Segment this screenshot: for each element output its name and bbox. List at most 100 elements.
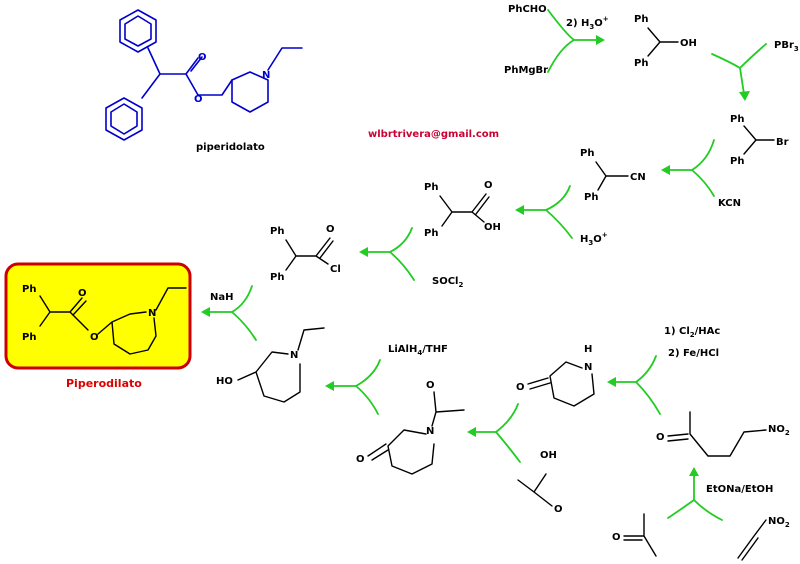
target-ester-o: O <box>194 94 203 105</box>
arrow-hydrolysis-branch <box>545 185 573 239</box>
arrow-socl2-branch <box>389 227 415 281</box>
nitroketone-chain <box>689 411 767 457</box>
benzhydrol-ph-top: Ph <box>634 14 648 25</box>
final-ph-bottom: Ph <box>22 332 36 343</box>
arrow-kcn-branch <box>691 139 715 197</box>
final-carbonyl-double <box>72 300 87 316</box>
acid-oh: OH <box>484 222 501 233</box>
piperidone: H N O <box>516 344 595 407</box>
reagent-phmgbr: PhMgBr <box>504 65 548 76</box>
acetone-o: O <box>612 532 621 543</box>
chloride-carbonyl-double <box>319 240 334 259</box>
step-grignard: PhCHO PhMgBr 2) H3O+ Ph Ph OH <box>504 4 697 76</box>
bromide-br: Br <box>776 137 789 148</box>
nitroethylene-no2: NO2 <box>768 516 790 529</box>
final-ph-top: Ph <box>22 284 36 295</box>
target-structure: O O N piperidolato <box>105 9 303 153</box>
arrowhead-socl2 <box>359 247 368 257</box>
nitroketone-no2: NO2 <box>768 424 790 437</box>
final-piperidine-n: N <box>148 308 156 319</box>
piperidone-n: N <box>584 362 592 373</box>
lower-phenyl-ring <box>105 97 143 141</box>
step-cyclization: 1) Cl2/HAc 2) Fe/HCl <box>607 326 720 415</box>
reagent-socl2: SOCl2 <box>432 276 463 289</box>
reagent-h3o: H3O+ <box>580 231 608 247</box>
reagent-h3o-step: 2) H3O+ <box>566 15 609 31</box>
hydroxypiperidine-n: N <box>290 350 298 361</box>
bromide-bonds <box>743 125 775 155</box>
reagent-nah: NaH <box>210 292 234 303</box>
benzhydrol-oh: OH <box>680 38 697 49</box>
benzhydrol-ph-bottom: Ph <box>634 58 648 69</box>
chloride-ph-bottom: Ph <box>270 272 284 283</box>
hydroxypiperidine-bonds <box>237 327 325 403</box>
target-name: piperidolato <box>196 142 265 153</box>
step-acetylation: OH O <box>467 403 563 515</box>
piperidone-o: O <box>516 382 525 393</box>
arrowhead-nah <box>201 307 210 317</box>
final-name: Piperodilato <box>66 377 142 390</box>
benzhydrol-bonds <box>647 27 679 57</box>
arrow-pbr3 <box>739 67 745 95</box>
piperidone-ring <box>549 361 595 407</box>
piperidone-carbonyl <box>527 377 549 385</box>
arrowhead-kcn <box>661 165 670 175</box>
arrow-nah-branch <box>231 285 257 341</box>
upper-phenyl-ring <box>119 9 157 53</box>
nitrile-ph-top: Ph <box>580 148 594 159</box>
bromide-ph-bottom: Ph <box>730 156 744 167</box>
arrowhead-hydrolysis <box>515 205 524 215</box>
acetyl-n: N <box>426 426 434 437</box>
arrow-michael-branch <box>667 499 723 521</box>
arrowhead-cyclization <box>607 377 616 387</box>
credit-email: wlbrtrivera@gmail.com <box>368 129 499 140</box>
step-hydrolysis: H3O+ Ph Ph O OH <box>424 180 608 247</box>
acetic-bonds <box>517 473 553 507</box>
arrowhead-michael <box>689 467 699 476</box>
arrowhead-grignard <box>596 35 605 45</box>
arrow-lialh4-branch <box>355 359 381 415</box>
target-carbonyl-o: O <box>198 52 207 63</box>
step-pbr3: PBr3 Ph Ph Br <box>711 40 799 167</box>
step-lialh4: LiAlH4/THF <box>325 344 448 415</box>
nitroketone-carbonyl <box>667 433 689 437</box>
nitrile-bonds <box>595 161 629 191</box>
acetone-bonds <box>623 513 657 557</box>
chloride-bonds <box>285 237 331 271</box>
reagent-phcho: PhCHO <box>508 4 547 15</box>
final-highlight-box <box>4 262 192 370</box>
reagent-fe-hcl: 2) Fe/HCl <box>668 348 719 359</box>
acid-o: O <box>484 180 493 191</box>
step-socl2: SOCl2 Ph Ph O Cl <box>270 224 463 289</box>
chloride-cl: Cl <box>330 264 341 275</box>
nitrile-ph-bottom: Ph <box>584 192 598 203</box>
upper-phenyl-inner <box>124 15 152 47</box>
arrowhead-pbr3 <box>739 91 750 101</box>
acetyl-o: O <box>426 380 435 391</box>
final-product: Ph Ph O O N Piperodilato <box>4 262 192 390</box>
chloride-ph-top: Ph <box>270 226 284 237</box>
final-bonds <box>39 287 187 355</box>
arrow-pbr3-branch <box>711 43 767 69</box>
arrowhead-acetylation <box>467 427 476 437</box>
acid-ph-bottom: Ph <box>424 228 438 239</box>
acid-ph-top: Ph <box>424 182 438 193</box>
nitrile-cn: CN <box>630 172 646 183</box>
reagent-pbr3: PBr3 <box>774 40 799 53</box>
chloride-o: O <box>326 224 335 235</box>
target-ethyl <box>267 47 303 71</box>
final-ester-o: O <box>90 332 99 343</box>
hydroxypiperidine: HO N <box>216 327 325 403</box>
bromide-ph-top: Ph <box>730 114 744 125</box>
acetyl-piperidone-bonds <box>387 391 465 475</box>
acid-bonds <box>439 193 487 227</box>
acetyl-ring-o: O <box>356 454 365 465</box>
step-michael: EtONa/EtOH O NO2 <box>612 467 790 561</box>
nitroethylene-double <box>741 537 759 561</box>
final-carbonyl-o: O <box>78 288 87 299</box>
target-carbonyl-double <box>190 56 203 72</box>
target-backbone <box>141 47 233 99</box>
acid-carbonyl-double <box>475 196 490 215</box>
hydroxypiperidine-ho: HO <box>216 376 233 387</box>
